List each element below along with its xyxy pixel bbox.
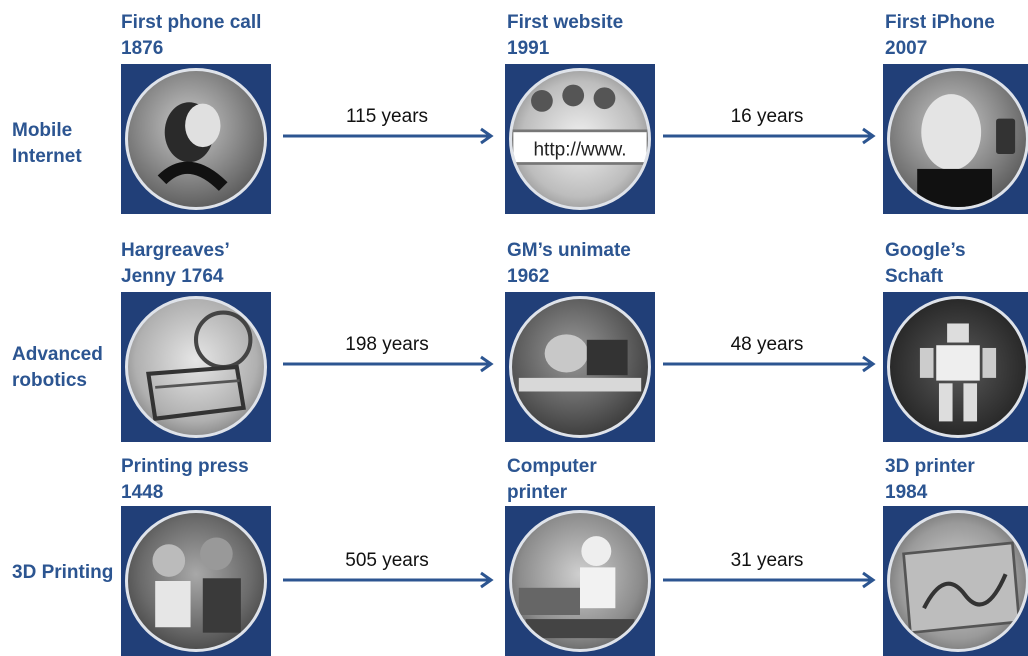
arrow-right-icon <box>663 571 876 589</box>
gap-label: 31 years <box>730 550 804 571</box>
gap-label: 198 years <box>345 334 429 355</box>
row-label-advanced-robotics: Advanced robotics <box>12 344 103 391</box>
gap-label: 48 years <box>730 334 804 355</box>
arrow-right-icon <box>663 127 876 145</box>
old-telephone-photo-icon <box>121 64 271 214</box>
gap-label: 16 years <box>730 106 804 127</box>
arrow-right-icon <box>663 355 876 373</box>
svg-text:http://www.: http://www. <box>533 139 626 160</box>
arrow-right-icon <box>283 127 494 145</box>
portrait-photo-icon <box>883 64 1028 214</box>
industrial-robot-photo-icon <box>505 292 655 442</box>
stage-caption: Hargreaves’Jenny 1764 <box>121 240 230 287</box>
row-label-3d-printing: 3D Printing <box>12 562 114 583</box>
arrow-right-icon <box>283 355 494 373</box>
computer-printer-photo-icon <box>505 506 655 656</box>
gap-label: 115 years <box>345 106 429 127</box>
gap-label: 505 years <box>345 550 429 571</box>
arrow-right-icon <box>283 571 494 589</box>
printing-press-photo-icon <box>121 506 271 656</box>
humanoid-robot-photo-icon <box>883 292 1028 442</box>
browser-url-photo-icon: http://www. <box>505 64 655 214</box>
spinning-jenny-photo-icon <box>121 292 271 442</box>
3d-printer-photo-icon <box>883 506 1028 656</box>
row-label-mobile-internet: Mobile Internet <box>12 120 82 167</box>
